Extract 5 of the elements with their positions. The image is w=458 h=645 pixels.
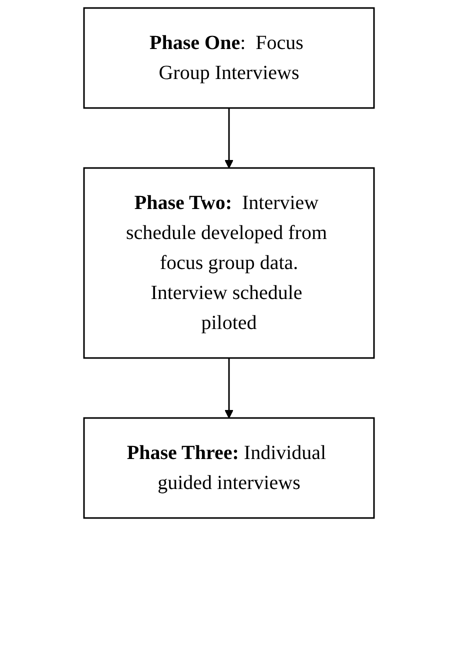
node-box: Phase Two: Interview schedule developed from focus group data. Interview schedule piloted (83, 167, 375, 359)
node-box: Phase Three: Individual guided interviews (83, 417, 375, 519)
arrow (224, 108, 234, 168)
arrow (224, 358, 234, 418)
node-box: Phase One: Focus Group Interviews (83, 7, 375, 109)
